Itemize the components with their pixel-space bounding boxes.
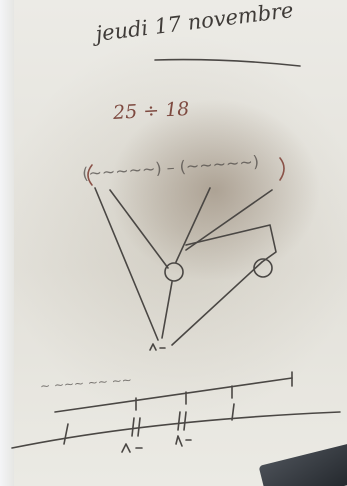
tree-line-2 <box>110 190 168 268</box>
lower-tick-3 <box>138 418 140 436</box>
lower-label-mark-1 <box>122 444 142 452</box>
heading-underline <box>155 60 300 66</box>
tree-line-1 <box>95 188 158 340</box>
root-label-mark <box>150 344 165 350</box>
tree-node-left <box>165 263 183 281</box>
lower-tick-5 <box>184 412 186 430</box>
tree-line-5 <box>186 225 276 262</box>
tree-line-7 <box>172 262 262 345</box>
lower-tick-2 <box>132 418 134 436</box>
left-bracket <box>88 165 92 185</box>
tree-line-6 <box>162 282 172 338</box>
lower-label-mark-2 <box>176 436 191 446</box>
tree-line-3 <box>176 188 210 262</box>
right-bracket <box>280 158 284 180</box>
lower-tick-4 <box>178 412 180 430</box>
tree-line-4 <box>186 190 272 250</box>
upper-number-line <box>55 378 292 412</box>
lower-tick-1 <box>64 424 68 444</box>
